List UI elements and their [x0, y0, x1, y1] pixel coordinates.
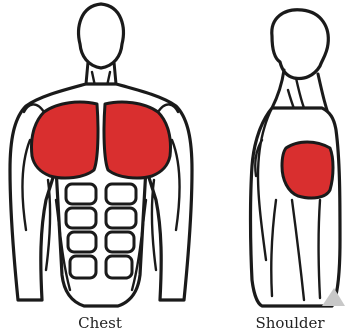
side-head — [272, 10, 328, 79]
shoulder-caption: Shoulder — [240, 316, 340, 331]
chest-muscle-left — [32, 102, 99, 178]
side-body-figure — [251, 10, 345, 306]
front-body-figure — [10, 4, 192, 306]
front-torso-outline — [10, 84, 192, 306]
chest-caption: Chest — [40, 316, 160, 331]
chest-muscle-right — [104, 102, 171, 178]
side-torso-outline — [251, 108, 341, 306]
shoulder-muscle — [282, 142, 333, 198]
front-head — [79, 4, 124, 68]
